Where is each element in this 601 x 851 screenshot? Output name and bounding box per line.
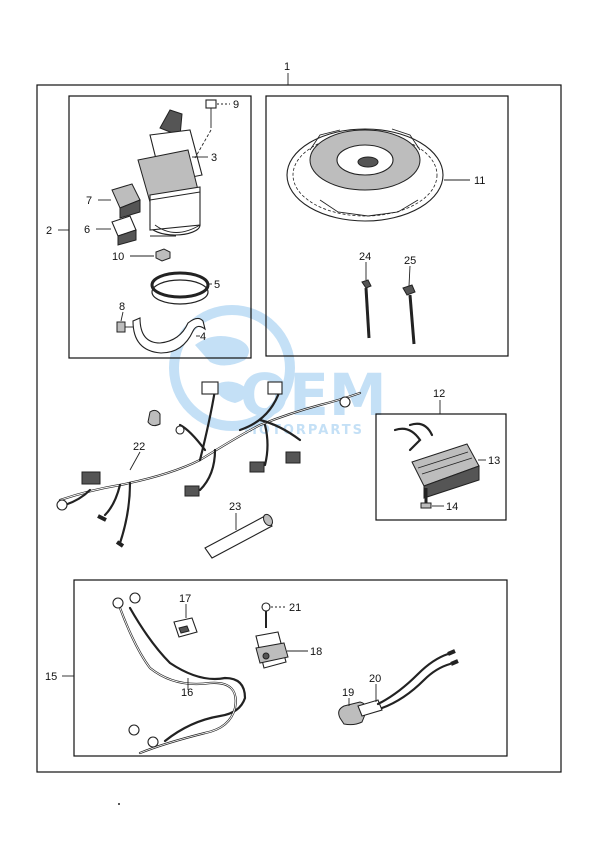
ring-terminal-icon [175, 425, 185, 435]
bolt-9-axis [194, 129, 212, 159]
ring-terminal-icon [112, 597, 124, 609]
ring-terminal-icon [129, 592, 141, 604]
outer-frame [36, 84, 562, 773]
ring-terminal-icon [339, 396, 351, 408]
callout-11: 11 [474, 175, 485, 187]
tube-23 [204, 513, 274, 559]
flywheel-stator [286, 128, 444, 222]
callout-25: 25 [404, 255, 416, 267]
band-5 [150, 271, 210, 305]
callout-23: 23 [229, 501, 241, 513]
starter-motor [137, 109, 203, 237]
ring-terminal-icon [147, 736, 159, 748]
switch-19 [338, 649, 459, 726]
callout-7: 7 [86, 195, 92, 207]
connector-icon [267, 381, 283, 395]
callout-4: 4 [200, 331, 206, 343]
callout-8: 8 [119, 301, 125, 313]
watermark: OEM MOTORPARTS [169, 305, 387, 438]
battery-cable-16 [112, 592, 247, 755]
rectifier-group-frame [375, 413, 507, 521]
watermark-tagline: MOTORPARTS [244, 423, 364, 438]
cable-tie-25 [402, 284, 416, 345]
ring-terminal-icon [128, 724, 140, 736]
main-harness [56, 381, 362, 548]
callout-1: 1 [284, 61, 290, 73]
callout-15: 15 [45, 671, 57, 683]
callout-22: 22 [133, 441, 145, 453]
callout-24: 24 [359, 251, 371, 263]
callout-17: 17 [179, 593, 191, 605]
screw-21 [261, 602, 271, 628]
connector-icon [201, 381, 219, 395]
callout-14: 14 [446, 501, 458, 513]
flywheel-group-frame [265, 95, 509, 357]
connector-icon [184, 485, 200, 497]
callout-9: 9 [233, 99, 239, 111]
connector-icon [81, 471, 101, 485]
leader-22 [129, 451, 141, 471]
ring-terminal-icon [56, 499, 68, 511]
bracket-4 [132, 317, 206, 354]
grommet-icon [147, 409, 161, 427]
nut-10 [155, 248, 171, 262]
watermark-continents-icon [195, 336, 249, 403]
cable-tie-24 [361, 279, 372, 339]
clip-17 [173, 617, 198, 638]
bolt-9 [205, 99, 217, 128]
callout-19: 19 [342, 687, 354, 699]
callout-16: 16 [181, 687, 193, 699]
callout-12: 12 [433, 388, 445, 400]
watermark-brand: OEM [240, 361, 387, 429]
leader-25 [408, 265, 411, 287]
watermark-globe-icon [169, 305, 295, 431]
callout-6: 6 [84, 224, 90, 236]
stray-dot [118, 803, 120, 805]
rectifier [393, 422, 480, 509]
relay-7 [111, 183, 141, 219]
lower-kit-frame [73, 579, 508, 757]
callout-5: 5 [214, 279, 220, 291]
callout-2: 2 [46, 225, 52, 237]
relay-6 [111, 215, 137, 246]
holder-18 [255, 631, 289, 669]
connector-icon [249, 461, 265, 473]
callout-21: 21 [289, 602, 301, 614]
callout-10: 10 [112, 251, 124, 263]
callout-18: 18 [310, 646, 322, 658]
starter-group-frame [68, 95, 252, 359]
leader-8 [120, 311, 124, 322]
callout-13: 13 [488, 455, 500, 467]
callout-20: 20 [369, 673, 381, 685]
connector-icon [285, 451, 301, 464]
callout-3: 3 [211, 152, 217, 164]
